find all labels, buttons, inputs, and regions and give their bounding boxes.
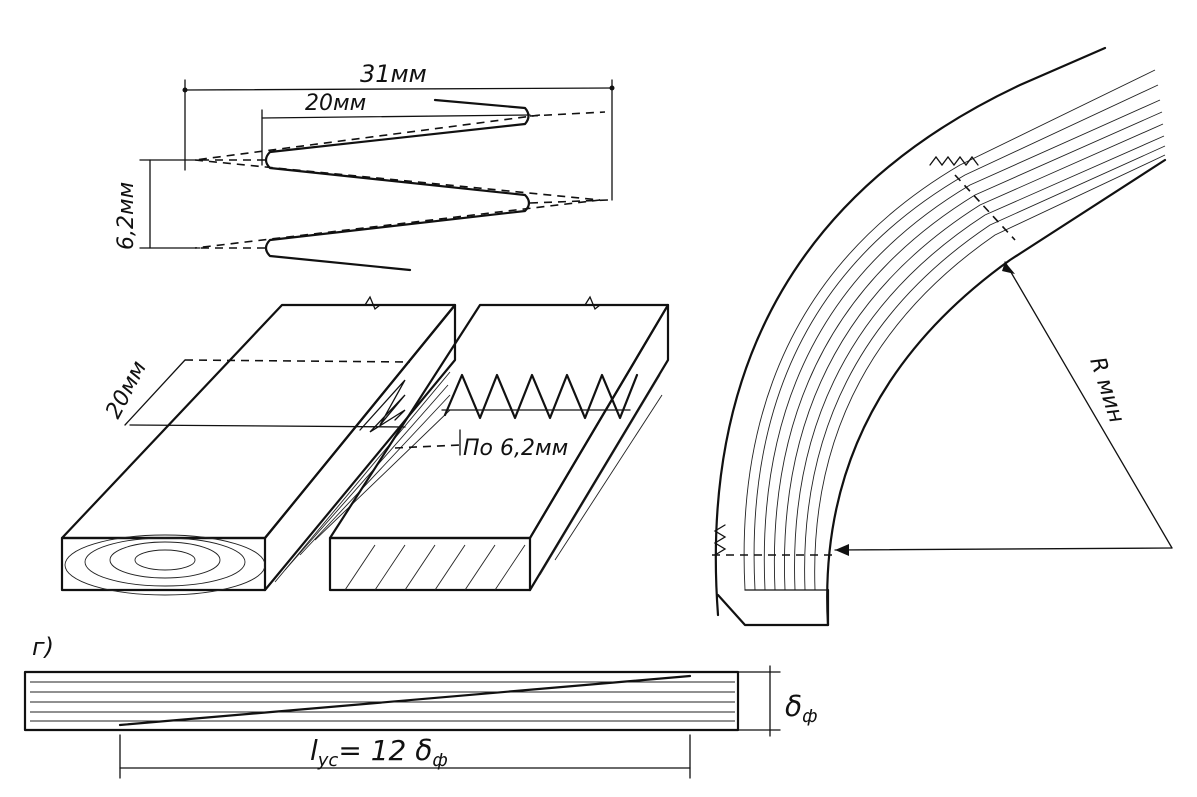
curved-beam: R мин [712,46,1173,627]
panel-letter: г) [32,633,54,661]
board-right: По 6,2мм [328,295,670,592]
thickness-symbol: δф [785,690,818,727]
pitch-note: По 6,2мм [463,436,568,461]
overlap-formula: lус= 12 δф [310,734,448,771]
board-left: 20мм [60,295,457,596]
dim-6-2mm: 6,2мм [114,182,139,250]
radius-label: R мин [1084,354,1129,426]
dim-20mm-board: 20мм [101,357,152,423]
scarf-joint: г) δф lус= 12 δф [23,633,818,779]
dim-20mm-profile: 20мм [305,91,366,116]
finger-profile: 31мм 20мм 6,2мм [114,60,615,272]
dim-31mm: 31мм [360,60,427,88]
